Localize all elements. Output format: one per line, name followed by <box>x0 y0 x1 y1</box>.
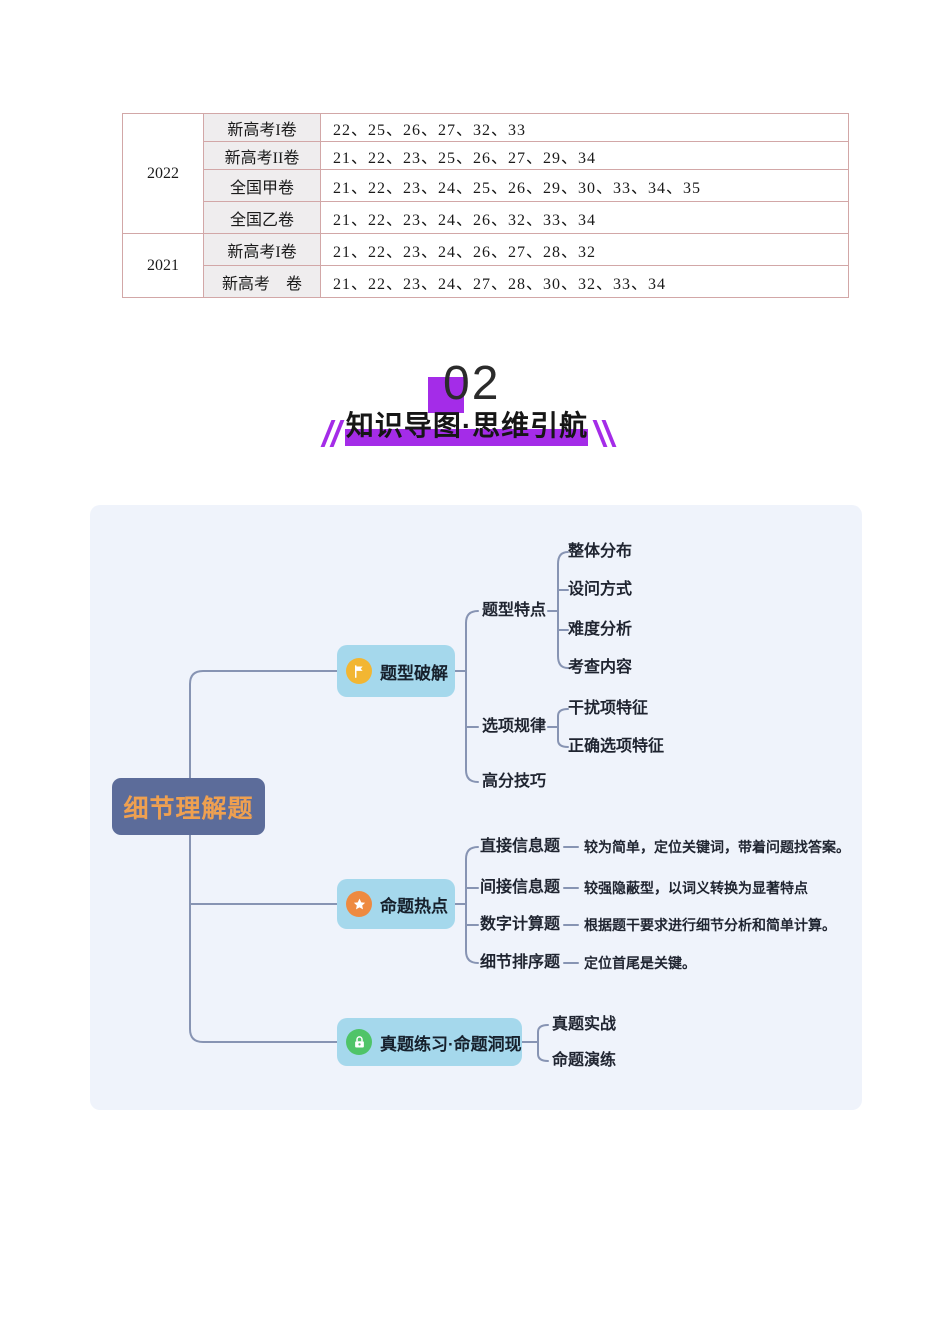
sub-branch-label: 细节排序题 <box>480 954 561 971</box>
table-row: 2021 新高考I卷 21、22、23、24、26、27、28、32 <box>122 233 849 298</box>
exam-name-cell: 新高考I卷 <box>203 233 321 266</box>
leaf-label: 干扰项特征 <box>568 700 649 717</box>
leaf-label: 命题演练 <box>552 1052 617 1069</box>
exam-name-cell: 新高考I卷 <box>203 113 321 142</box>
sub-branch-label: 高分技巧 <box>482 773 547 790</box>
question-numbers-cell: 21、22、23、24、27、28、30、32、33、34 <box>320 265 849 298</box>
star-icon <box>346 891 372 917</box>
mindmap-connector-lines <box>189 551 579 1062</box>
question-numbers-cell: 21、22、23、24、26、32、33、34 <box>320 201 849 234</box>
exam-name-cell: 新高考 卷 <box>203 265 321 298</box>
branch-node-hot-topics: 命题热点 <box>337 879 455 929</box>
section-title: 知识导图·思维引航 <box>345 410 589 441</box>
leaf-label: 考查内容 <box>568 659 633 676</box>
exam-name-cell: 全国乙卷 <box>203 201 321 234</box>
flag-icon <box>346 658 372 684</box>
lock-icon <box>346 1029 372 1055</box>
table-row: 全国乙卷 21、22、23、24、26、32、33、34 <box>123 201 849 234</box>
sub-branch-label: 选项规律 <box>482 718 547 735</box>
title-highlight-bar <box>345 429 588 446</box>
sub-branch-label: 题型特点 <box>482 602 547 619</box>
leaf-description: 较为简单，定位关键词，带着问题找答案。 <box>584 839 850 855</box>
table-row: 2022 新高考I卷 22、25、26、27、32、33 <box>122 113 849 234</box>
leaf-description: 较强隐蔽型，以词义转换为显著特点 <box>584 880 808 896</box>
question-numbers-cell: 21、22、23、24、26、27、28、32 <box>320 233 849 266</box>
table-row: 新高考 卷 21、22、23、24、27、28、30、32、33、34 <box>123 265 849 298</box>
table-row: 全国甲卷 21、22、23、24、25、26、29、30、33、34、35 <box>123 169 849 202</box>
leaf-label: 整体分布 <box>568 543 633 560</box>
year-cell: 2022 <box>122 113 204 234</box>
section-number-accent-square <box>428 377 464 413</box>
branch-label: 命题热点 <box>380 896 448 916</box>
mindmap-panel: 细节理解题 题型破解 命题热点 真题练习·命题洞现 题型特点 选项规律 高分技巧… <box>90 505 862 1110</box>
leaf-label: 正确选项特征 <box>568 738 665 755</box>
question-numbers-cell: 22、25、26、27、32、33 <box>320 113 849 142</box>
exam-name-cell: 新高考II卷 <box>203 141 321 170</box>
table-row: 新高考II卷 21、22、23、25、26、27、29、34 <box>123 141 849 170</box>
exam-name-cell: 全国甲卷 <box>203 169 321 202</box>
sub-branch-label: 直接信息题 <box>480 838 561 855</box>
leaf-description: 定位首尾是关键。 <box>584 955 696 971</box>
year-cell: 2021 <box>122 233 204 298</box>
exam-coverage-table: 2022 新高考I卷 22、25、26、27、32、33 新高考II卷 21、2… <box>122 113 849 298</box>
branch-label: 真题练习·命题洞现 <box>380 1034 522 1054</box>
question-numbers-cell: 21、22、23、24、25、26、29、30、33、34、35 <box>320 169 849 202</box>
section-number: 02 <box>443 357 501 410</box>
branch-node-real-practice: 真题练习·命题洞现 <box>337 1018 522 1066</box>
leaf-label: 设问方式 <box>568 581 633 598</box>
mindmap-root-node: 细节理解题 <box>112 778 265 835</box>
branch-node-question-type: 题型破解 <box>337 645 455 697</box>
question-numbers-cell: 21、22、23、25、26、27、29、34 <box>320 141 849 170</box>
sub-branch-label: 间接信息题 <box>480 879 561 896</box>
title-right-slashes-icon <box>592 420 618 447</box>
sub-branch-label: 数字计算题 <box>480 916 561 933</box>
branch-label: 题型破解 <box>380 663 448 683</box>
leaf-label: 难度分析 <box>568 621 633 638</box>
leaf-description: 根据题干要求进行细节分析和简单计算。 <box>584 917 836 933</box>
leaf-label: 真题实战 <box>552 1016 617 1033</box>
